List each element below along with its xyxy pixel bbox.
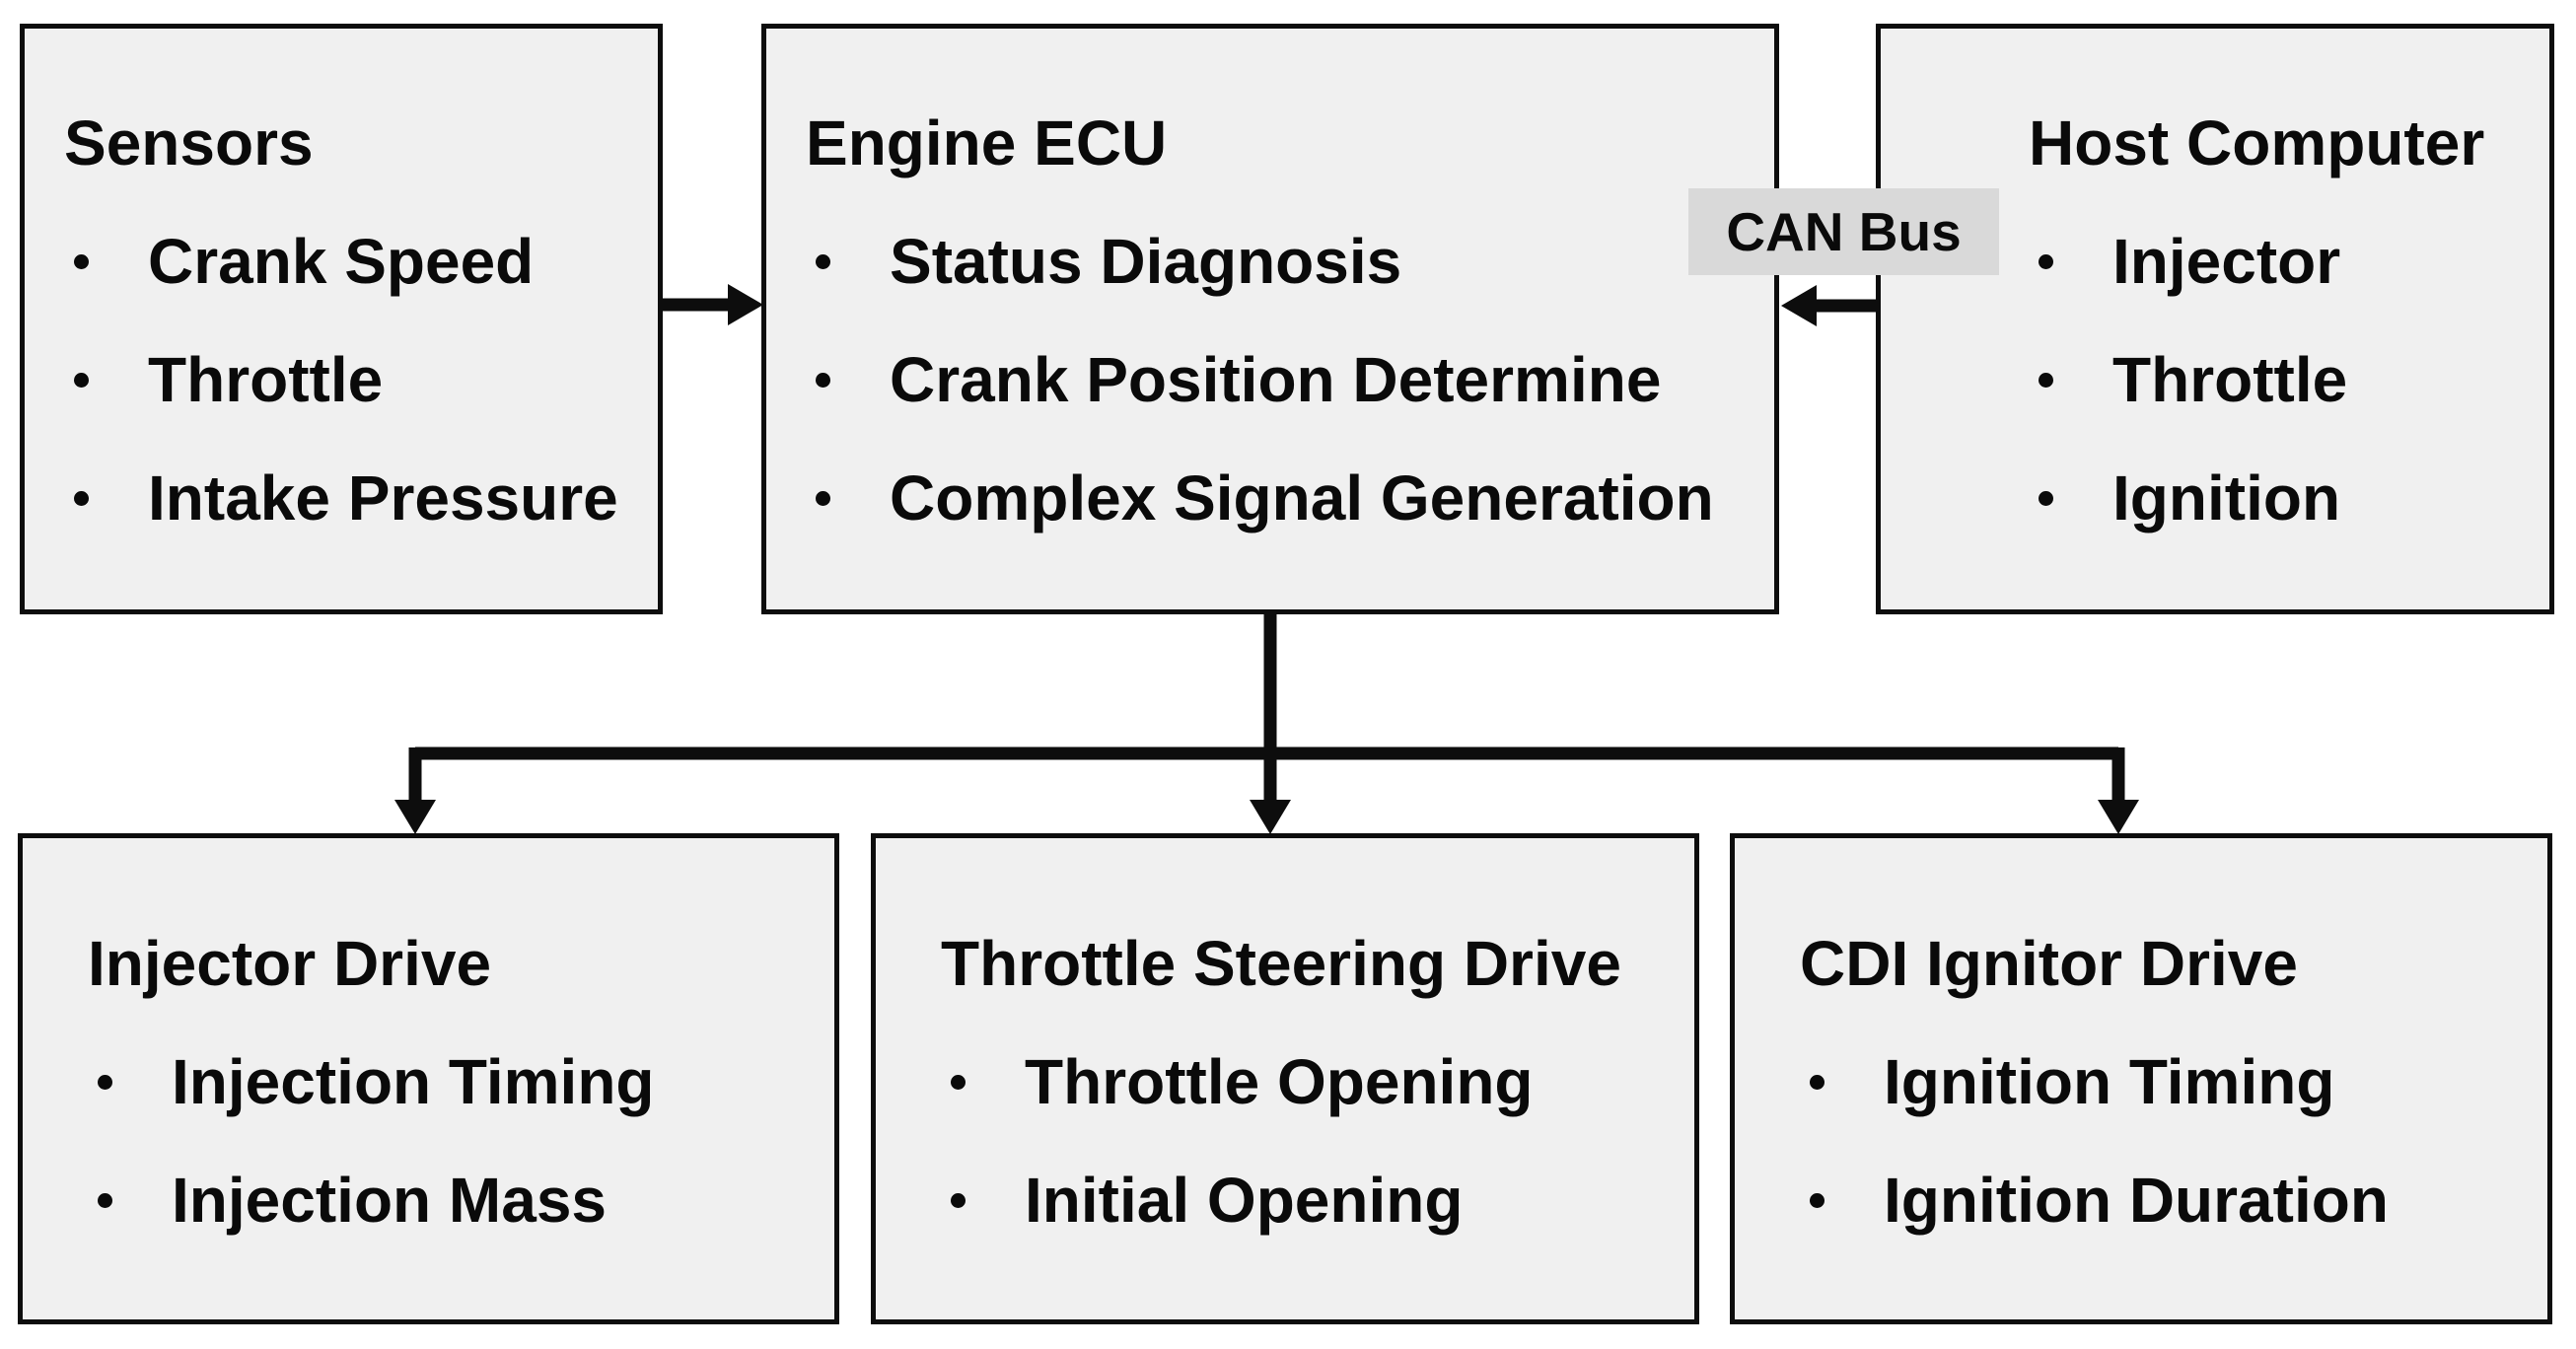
bullet-icon — [816, 253, 830, 269]
bullet-icon — [951, 1074, 966, 1090]
bullet-label: Initial Opening — [1025, 1165, 1464, 1236]
list-item: Throttle — [64, 320, 640, 439]
bullet-icon — [2039, 490, 2053, 506]
bullet-label: Crank Speed — [148, 226, 535, 297]
cdi-ignitor-drive-box: CDI Ignitor Drive Ignition Timing Igniti… — [1730, 833, 2552, 1324]
host-computer-box-title: Host Computer — [2029, 107, 2485, 178]
list-item: Intake Pressure — [64, 439, 640, 557]
throttle-steering-drive-box-title: Throttle Steering Drive — [941, 928, 1621, 999]
bullet-label: Injection Mass — [172, 1165, 607, 1236]
engine-ecu-box: Engine ECU Status Diagnosis Crank Positi… — [761, 24, 1779, 614]
bullet-label: Injection Timing — [172, 1046, 655, 1117]
host-computer-box: Host Computer Injector Throttle Ignition — [1876, 24, 2554, 614]
list-item: Ignition — [2029, 439, 2540, 557]
list-item: Throttle — [2029, 320, 2540, 439]
sensors-box: Sensors Crank Speed Throttle Intake Pres… — [20, 24, 663, 614]
bullet-icon — [98, 1074, 112, 1090]
bullet-icon — [951, 1192, 966, 1208]
list-item: Status Diagnosis — [806, 202, 1756, 320]
arrowhead-cdi-ignitor-drive — [2098, 800, 2139, 834]
throttle-steering-drive-box: Throttle Steering Drive Throttle Opening… — [871, 833, 1699, 1324]
list-item: Initial Opening — [941, 1141, 1677, 1259]
bullet-icon — [816, 490, 830, 506]
bullet-label: Ignition Timing — [1884, 1046, 2335, 1117]
bullet-label: Throttle — [2112, 344, 2348, 415]
list-item: Crank Position Determine — [806, 320, 1756, 439]
list-item: Injection Mass — [88, 1141, 817, 1259]
list-item: Ignition Timing — [1800, 1023, 2530, 1141]
arrowhead-injector-drive — [394, 800, 436, 834]
arrowhead-throttle-steering-drive — [1250, 800, 1291, 834]
bullet-icon — [98, 1192, 112, 1208]
bullet-label: Ignition — [2112, 462, 2341, 533]
bullet-icon — [2039, 372, 2053, 388]
bullet-icon — [74, 490, 89, 506]
cdi-ignitor-drive-box-title: CDI Ignitor Drive — [1800, 928, 2298, 999]
arrow-host-to-ecu — [1781, 285, 1876, 326]
list-item: Complex Signal Generation — [806, 439, 1756, 557]
list-item: Throttle Opening — [941, 1023, 1677, 1141]
bullet-label: Throttle Opening — [1025, 1046, 1534, 1117]
injector-drive-box-title: Injector Drive — [88, 928, 492, 999]
bullet-icon — [74, 372, 89, 388]
engine-ecu-box-title: Engine ECU — [806, 107, 1168, 178]
bullet-icon — [1810, 1074, 1825, 1090]
list-item: Injector — [2029, 202, 2540, 320]
list-item: Injection Timing — [88, 1023, 817, 1141]
sensors-box-title: Sensors — [64, 107, 314, 178]
bullet-label: Crank Position Determine — [890, 344, 1662, 415]
bullet-label: Intake Pressure — [148, 462, 618, 533]
bullet-label: Throttle — [148, 344, 384, 415]
bullet-label: Ignition Duration — [1884, 1165, 2389, 1236]
list-item: Ignition Duration — [1800, 1141, 2530, 1259]
arrow-sensors-to-ecu — [663, 284, 763, 325]
bullet-label: Complex Signal Generation — [890, 462, 1714, 533]
arrow-ecu-to-drives — [394, 612, 2139, 834]
bullet-label: Injector — [2112, 226, 2341, 297]
bullet-label: Status Diagnosis — [890, 226, 1402, 297]
bullet-icon — [74, 253, 89, 269]
can-bus-label: CAN Bus — [1688, 188, 1999, 275]
bullet-icon — [816, 372, 830, 388]
bullet-icon — [1810, 1192, 1825, 1208]
bullet-icon — [2039, 253, 2053, 269]
injector-drive-box: Injector Drive Injection Timing Injectio… — [18, 833, 839, 1324]
list-item: Crank Speed — [64, 202, 640, 320]
